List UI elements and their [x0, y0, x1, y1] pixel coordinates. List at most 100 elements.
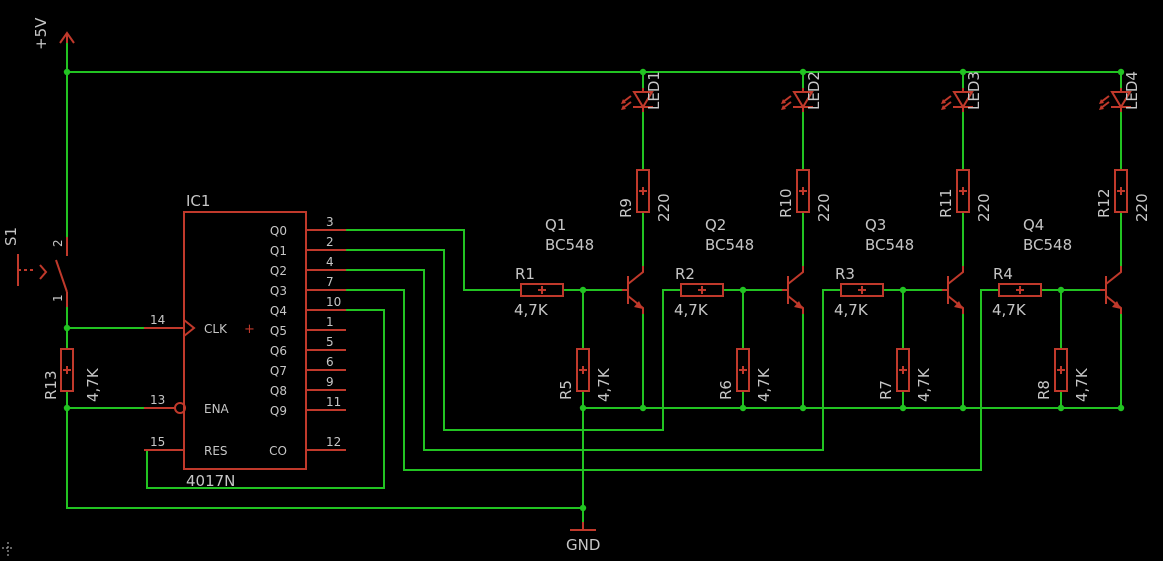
stage1-rc-value: 220	[655, 193, 673, 222]
ic-pin-label: Q4	[270, 304, 287, 318]
q3-wire	[346, 289, 1000, 471]
switch-pin2: 2	[51, 239, 65, 247]
stage4-rc-name: R12	[1095, 188, 1113, 218]
stage1-rc-name: R9	[617, 198, 635, 218]
stage1-rp-name: R5	[557, 380, 575, 400]
junction-dot	[1117, 68, 1125, 76]
ic-pin-number: 9	[326, 375, 334, 389]
stage4-rp-name: R8	[1035, 380, 1053, 400]
supply-label: +5V	[32, 17, 50, 50]
stage2-led-ray-head	[781, 99, 786, 104]
q1-wire	[346, 249, 682, 431]
r13-to-gnd	[66, 392, 583, 509]
stage3-rc-name: R11	[937, 188, 955, 218]
stage1-rp-value: 4,7K	[595, 367, 613, 402]
stage4-led-name: LED4	[1123, 71, 1141, 110]
stage3-q-type: BC548	[865, 236, 914, 254]
stage4-rp-value: 4,7K	[1073, 367, 1091, 402]
stage4-transistor-collector	[1105, 266, 1122, 285]
ic-pin-label: Q8	[270, 384, 287, 398]
stage2-rp-body	[736, 348, 750, 392]
ic-pin-number: 2	[326, 235, 334, 249]
stage3-rp-name: R7	[877, 380, 895, 400]
stage3-rb-value: 4,7K	[834, 301, 869, 319]
stage2-q-name: Q2	[705, 216, 726, 234]
stage1-rc-body	[636, 169, 650, 213]
ena-inversion-bubble	[174, 402, 186, 414]
stage4-transistor-emitter-arrow	[1112, 301, 1121, 309]
stage4-led-ray-head	[1099, 105, 1104, 110]
switch-blade	[55, 259, 68, 293]
ic-pin-label: Q0	[270, 224, 287, 238]
ic-co-number: 12	[326, 435, 341, 449]
junction-dot	[63, 68, 71, 76]
ic-ena-label: ENA	[204, 402, 230, 416]
clk-edge-symbol	[183, 319, 196, 337]
ic-clk-label: CLK	[204, 322, 228, 336]
stage2-rb-name: R2	[675, 265, 695, 283]
stage4-transistor-emitter	[1105, 295, 1122, 314]
ic-pin-label: Q5	[270, 324, 287, 338]
stage2-rc-value: 220	[815, 193, 833, 222]
switch-name: S1	[2, 227, 20, 246]
stage4-rc-value: 220	[1133, 193, 1151, 222]
stage3-led-ray-head	[941, 99, 946, 104]
stage3-q-name: Q3	[865, 216, 886, 234]
stage1-led-name: LED1	[645, 71, 663, 110]
stage3-led-name: LED3	[965, 71, 983, 110]
r13-name: R13	[42, 370, 60, 400]
ic-pin-number: 10	[326, 295, 341, 309]
stage2-led-ray-head	[781, 105, 786, 110]
ic-pin-number: 5	[326, 335, 334, 349]
ic-clk-plus: +	[244, 322, 255, 337]
stage1-transistor-emitter	[627, 295, 644, 314]
junction-dot	[799, 68, 807, 76]
switch-pin1: 1	[51, 294, 65, 302]
stage3-rp-value: 4,7K	[915, 367, 933, 402]
ic-pin-number: 6	[326, 355, 334, 369]
ic-body	[183, 211, 307, 470]
ic-pin-label: Q3	[270, 284, 287, 298]
ic-pin-number: 7	[326, 275, 334, 289]
stage2-q-type: BC548	[705, 236, 754, 254]
ground-label: GND	[566, 536, 600, 554]
stage3-transistor-collector	[947, 266, 964, 285]
stage4-led-ray-head	[1099, 99, 1104, 104]
stage3-rb-body	[840, 283, 884, 297]
junction-dot	[1117, 404, 1125, 412]
junction-dot	[959, 68, 967, 76]
ic-res-number: 15	[150, 435, 165, 449]
ic-pin-number: 4	[326, 255, 334, 269]
r13-body	[60, 348, 74, 392]
ic-pin-label: Q1	[270, 244, 287, 258]
stage2-transistor-emitter	[787, 295, 804, 314]
stage2-rc-name: R10	[777, 188, 795, 218]
stage4-q-name: Q4	[1023, 216, 1044, 234]
stage3-transistor-emitter-arrow	[954, 301, 963, 309]
stage2-rc-body	[796, 169, 810, 213]
stage3-rc-body	[956, 169, 970, 213]
stage1-rb-value: 4,7K	[514, 301, 549, 319]
q2-wire	[346, 269, 842, 451]
ic-pin-label: Q9	[270, 404, 287, 418]
stage4-rb-body	[998, 283, 1042, 297]
stage2-rp-value: 4,7K	[755, 367, 773, 402]
q0-wire	[346, 229, 520, 291]
stage2-led-name: LED2	[805, 71, 823, 110]
stage2-rb-body	[680, 283, 724, 297]
stage4-rb-value: 4,7K	[992, 301, 1027, 319]
stage4-rb-name: R4	[993, 265, 1013, 283]
res-q4-wire	[146, 309, 385, 489]
stage1-led-ray-head	[621, 105, 626, 110]
stage3-rc-value: 220	[975, 193, 993, 222]
ic-value: 4017N	[186, 472, 235, 490]
ic-pin-label: Q6	[270, 344, 287, 358]
ic-res-label: RES	[204, 444, 228, 458]
stage1-rp-body	[576, 348, 590, 392]
stage2-rb-value: 4,7K	[674, 301, 709, 319]
stage3-led-ray-head	[941, 105, 946, 110]
stage2-transistor-collector	[787, 266, 804, 285]
ic-clk-number: 14	[150, 313, 165, 327]
switch-tick	[39, 264, 48, 280]
